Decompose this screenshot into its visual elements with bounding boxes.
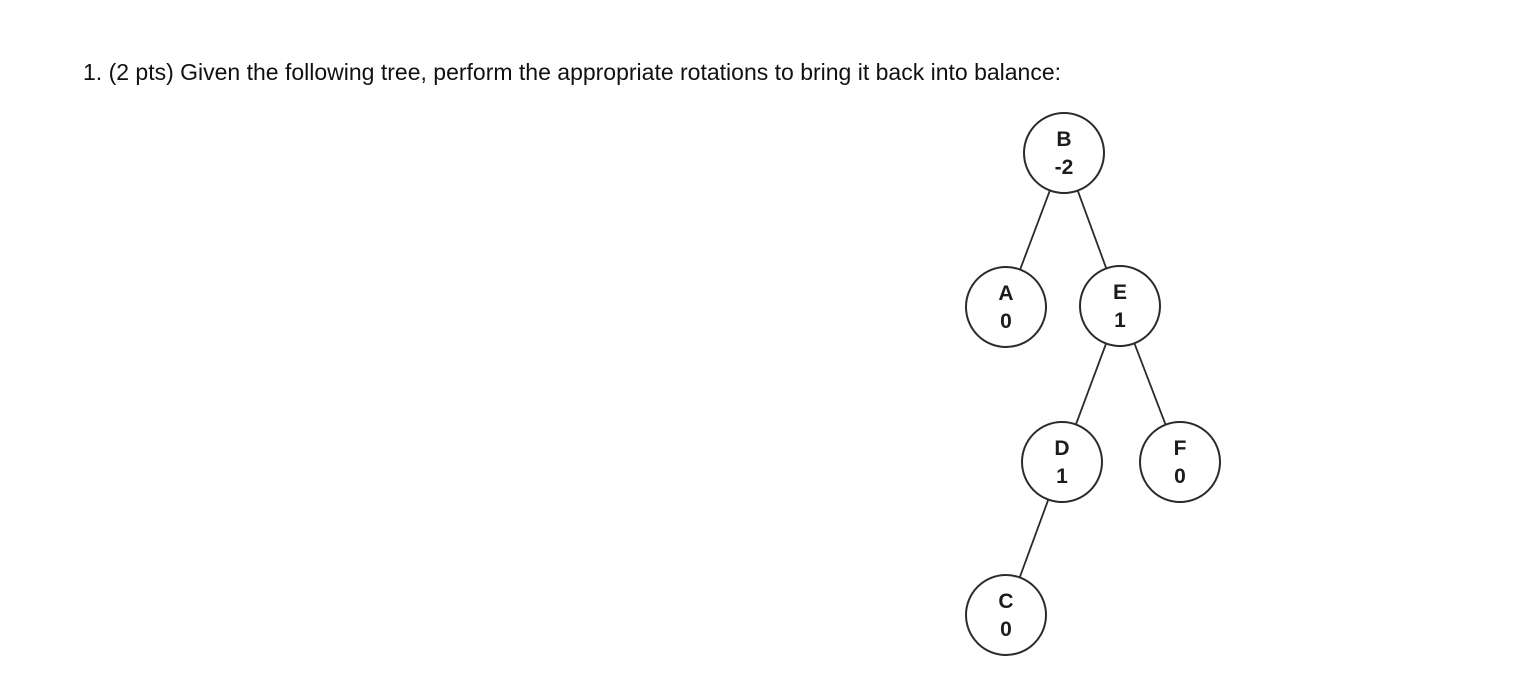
tree-node-f: F0 [1139,421,1221,503]
node-label: D [1054,437,1069,460]
node-circle [1139,421,1221,503]
node-balance-factor: 1 [1114,309,1126,332]
tree-node-b: B -2 [1023,112,1105,194]
node-label: B [1056,128,1071,151]
tree-edge-b-a [1019,190,1051,270]
tree-edge-e-f [1133,342,1167,426]
node-label: A [998,282,1013,305]
node-circle [965,266,1047,348]
node-circle [965,574,1047,656]
question-text: 1. (2 pts) Given the following tree, per… [83,59,1062,85]
tree-node-d: D1 [1021,421,1103,503]
node-balance-factor: 0 [1000,618,1012,641]
node-label: E [1113,281,1127,304]
node-balance-factor: -2 [1055,156,1074,179]
node-label: C [998,590,1013,613]
node-label: F [1174,437,1187,460]
tree-edge-b-e [1076,190,1108,269]
tree-node-e: E1 [1079,265,1161,347]
node-circle [1021,421,1103,503]
tree-edge-d-c [1018,499,1050,578]
tree-node-c: C0 [965,574,1047,656]
tree-edge-e-d [1075,343,1107,425]
node-balance-factor: 1 [1056,465,1068,488]
node-circle [1023,112,1105,194]
node-circle [1079,265,1161,347]
node-balance-factor: 0 [1000,310,1012,333]
node-balance-factor: 0 [1174,465,1186,488]
tree-node-a: A0 [965,266,1047,348]
